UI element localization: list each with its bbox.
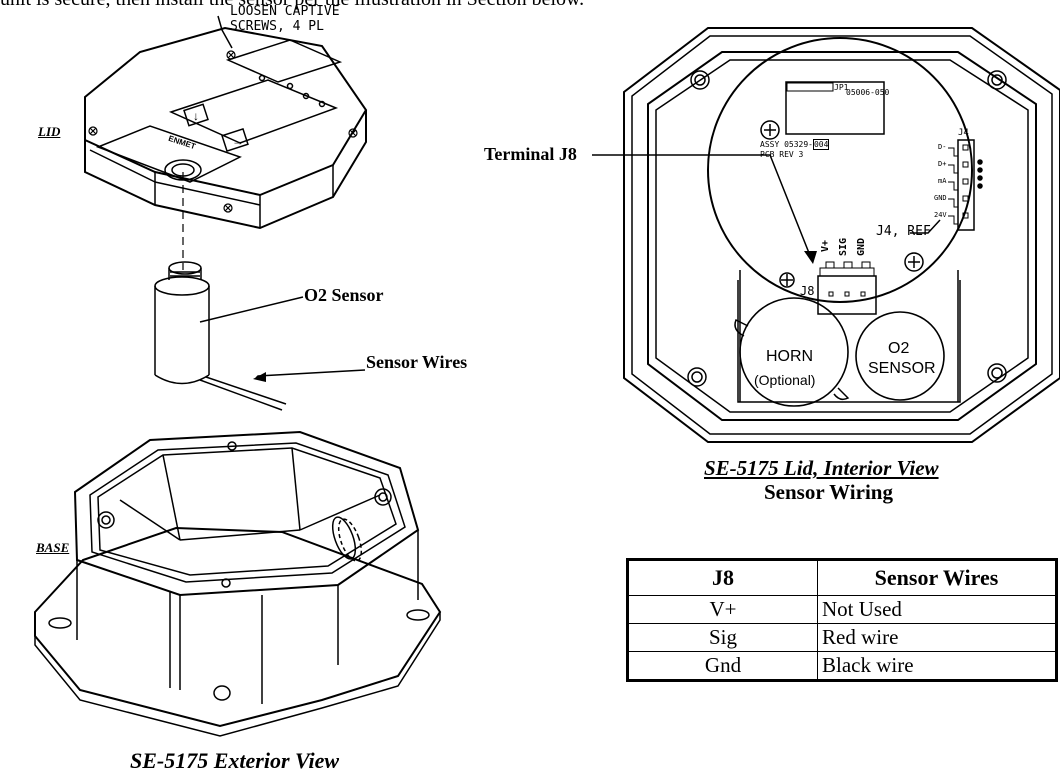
lid-label: LID [38, 124, 61, 139]
table-row: V+ Not Used [627, 595, 1057, 624]
exterior-view-caption: SE-5175 Exterior View [130, 748, 340, 773]
j4-pin-gnd: GND [934, 194, 947, 202]
j8-pin-sig: SIG [838, 237, 849, 256]
table-cell: Black wire [817, 651, 1057, 681]
interior-drawing [592, 27, 1060, 443]
assy-number: ASSY 05329-004 [760, 139, 830, 150]
o2-sensor-housing-label: O2 [888, 340, 910, 357]
j4-ref-label: J4, REF [876, 224, 931, 239]
table-header-row: J8 Sensor Wires [627, 559, 1057, 596]
pcb-number: 05006-050 [846, 88, 890, 97]
j4-pin-d-minus: D- [938, 143, 947, 151]
terminal-j8-label: Terminal J8 [484, 144, 577, 164]
table-cell: Gnd [627, 651, 818, 681]
lid-drawing: ↓ → [84, 15, 368, 230]
sensor-wires-label: Sensor Wires [366, 352, 468, 372]
table-header-sensor-wires: Sensor Wires [817, 559, 1057, 596]
j4-pin-d-plus: D+ [938, 160, 947, 168]
sensor-wiring-caption: Sensor Wiring [764, 480, 893, 504]
table-cell: Sig [627, 623, 818, 652]
horn-label: HORN [766, 348, 814, 365]
o2-sensor-housing-label2: SENSOR [868, 360, 936, 377]
j4-label: J4 [958, 128, 969, 138]
svg-text:→: → [232, 134, 244, 148]
pcb-rev: PCB REV 3 [760, 150, 804, 159]
j4-pin-ma: mA [938, 177, 947, 185]
j8-label: J8 [800, 284, 815, 298]
o2-sensor-label: O2 Sensor [304, 285, 384, 305]
captive-screws-callout-line2: SCREWS, 4 PL [230, 19, 324, 34]
horn-optional-label: (Optional) [754, 372, 816, 388]
j4-pin-24v: 24V [934, 211, 947, 219]
table-cell: Red wire [817, 623, 1057, 652]
table-row: Sig Red wire [627, 623, 1057, 652]
table-cell: Not Used [817, 595, 1057, 624]
base-drawing [34, 430, 442, 737]
svg-text:↓: ↓ [193, 109, 199, 123]
base-label: BASE [36, 540, 70, 555]
j8-pin-vplus: V+ [820, 239, 831, 252]
captive-screw-icons [88, 50, 358, 213]
table-cell: V+ [627, 595, 818, 624]
table-row: Gnd Black wire [627, 651, 1057, 681]
wiring-table: J8 Sensor Wires V+ Not Used Sig Red wire… [626, 558, 1058, 682]
table-header-j8: J8 [627, 559, 818, 596]
header-fragment: unit is secure, then install the sensor … [0, 0, 584, 11]
o2-sensor-drawing [154, 261, 366, 411]
jp1-label: JP1 [834, 83, 849, 92]
captive-screws-callout-line1: LOOSEN CAPTIVE [230, 4, 340, 19]
j8-pin-gnd: GND [856, 237, 867, 256]
interior-view-caption: SE-5175 Lid, Interior View [704, 456, 939, 480]
